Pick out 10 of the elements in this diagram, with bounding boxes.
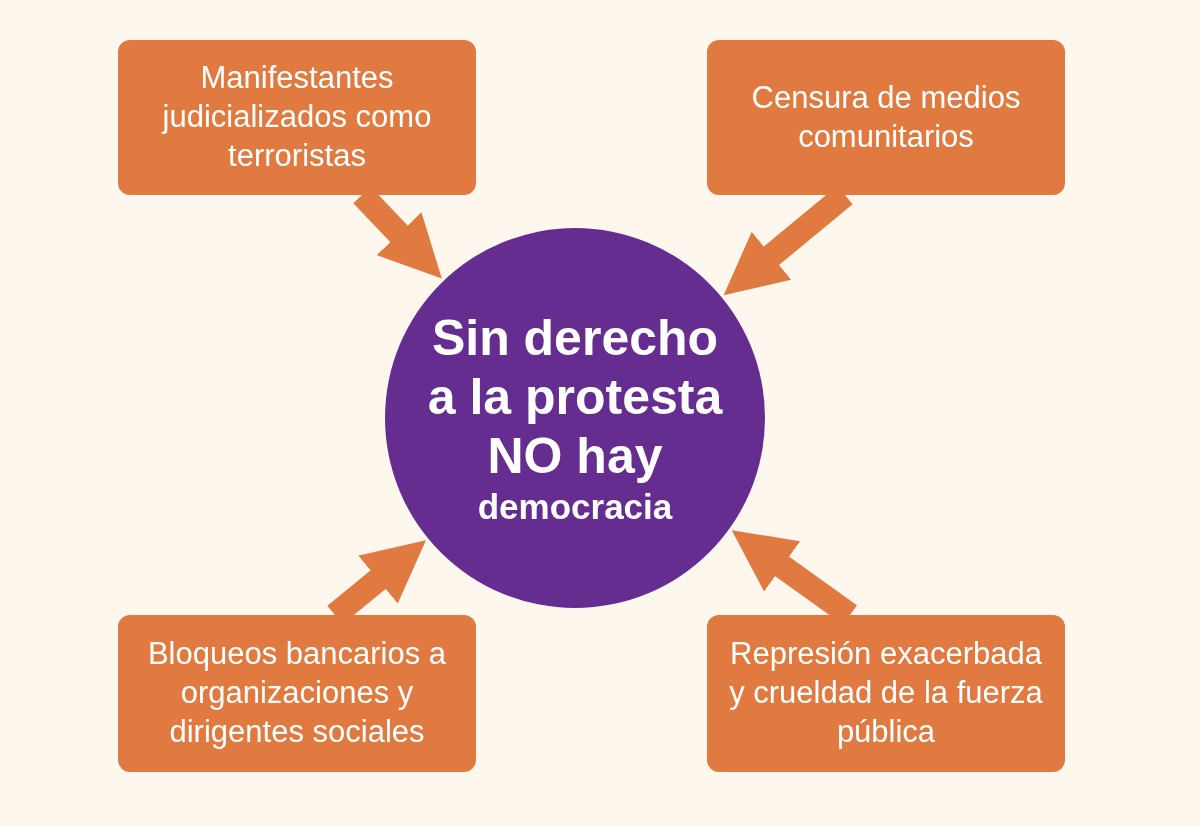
central-slogan: Sin derecho a la protesta NO hay — [426, 308, 724, 486]
cause-text: Censura de medios comunitarios — [750, 78, 1022, 156]
cause-text: Manifestantes judicializados como terroristas — [160, 59, 433, 175]
cause-box — [707, 40, 1065, 195]
cause-box — [118, 40, 476, 195]
cause-box — [118, 615, 476, 772]
cause-box — [707, 615, 1065, 772]
cause-text: Bloqueos bancarios a organizaciones y dirigentes sociales — [146, 635, 448, 751]
cause-text: Represión exacerbada y crueldad de la fuerza pública — [728, 635, 1044, 751]
slogan-word: democracia — [477, 485, 673, 528]
